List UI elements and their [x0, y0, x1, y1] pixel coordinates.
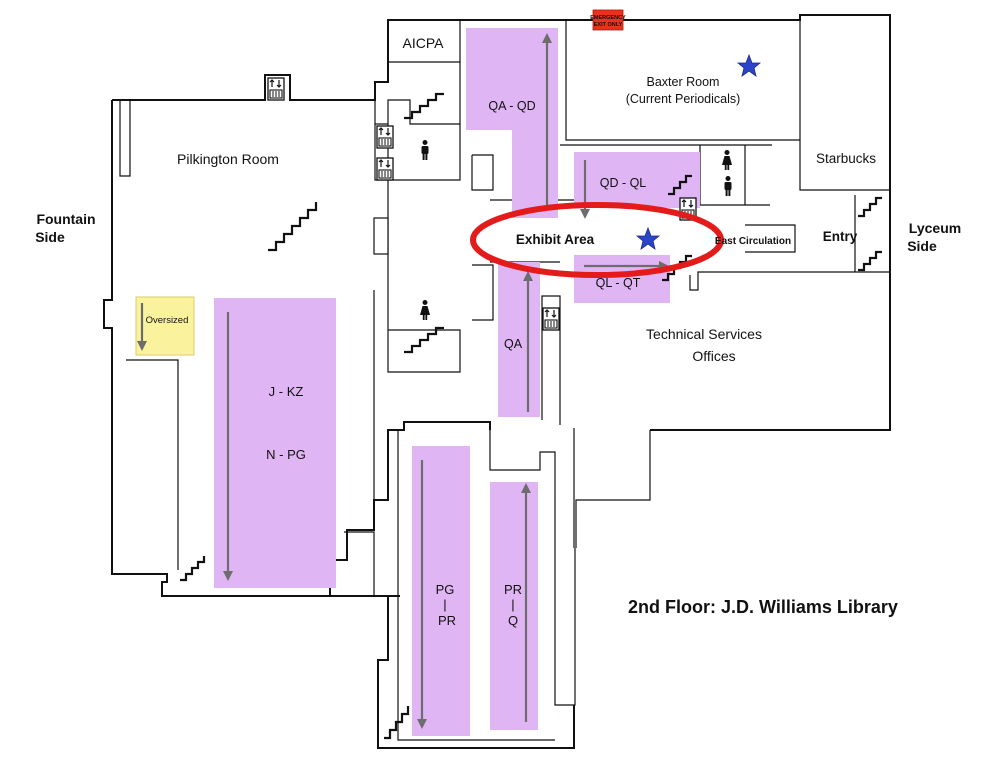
fountain-side-sublabel: Side — [35, 229, 65, 245]
shelf-ql-qt — [574, 255, 670, 303]
elevator-icon — [376, 157, 394, 181]
restroom-woman-icon — [722, 150, 732, 170]
call-number-qa: QA — [504, 337, 523, 351]
call-number-ql-qt: QL - QT — [596, 276, 641, 290]
building-walls — [103, 14, 891, 749]
call-number-pg-pr-bottom: PR — [438, 613, 456, 628]
map-title: 2nd Floor: J.D. Williams Library — [628, 597, 898, 617]
shelf-j-kz — [214, 298, 336, 588]
call-number-pr-q-bottom: Q — [508, 613, 518, 628]
star-icon — [736, 53, 762, 77]
exhibit-highlight-ring — [470, 202, 724, 278]
shelf-qa-qd-lower — [512, 128, 558, 218]
svg-text:EMERGENCY: EMERGENCY — [590, 15, 626, 21]
restroom-woman-icon — [420, 300, 430, 320]
entry-label: Entry — [823, 229, 858, 244]
shelf-pr-q — [490, 482, 538, 730]
call-number-pg-pr-sep: | — [443, 597, 446, 612]
shelf-qd-ql — [574, 152, 700, 208]
exhibit-area-label: Exhibit Area — [516, 232, 595, 247]
call-number-j-kz: J - KZ — [269, 384, 304, 399]
call-number-pr-q-sep: | — [511, 597, 514, 612]
svg-text:EXIT ONLY: EXIT ONLY — [594, 22, 623, 28]
elevator-icon — [376, 125, 394, 149]
elevator-icon — [542, 307, 560, 331]
oversized-label: Oversized — [146, 315, 189, 326]
restroom-man-icon — [724, 176, 732, 196]
lyceum-side-label: Lyceum — [909, 220, 961, 236]
baxter-room-label: Baxter Room — [647, 75, 720, 89]
technical-services-label: Technical Services — [646, 326, 762, 342]
shelf-qa — [498, 262, 540, 417]
technical-services-sublabel: Offices — [692, 348, 735, 364]
stairs-icon — [180, 92, 882, 740]
star-icon — [635, 226, 661, 250]
starbucks-label: Starbucks — [816, 151, 876, 166]
east-circulation-label: East Circulation — [715, 236, 791, 247]
baxter-room-sublabel: (Current Periodicals) — [626, 92, 741, 106]
pilkington-room-label: Pilkington Room — [177, 151, 279, 167]
shelves — [135, 28, 700, 736]
oversized-section — [135, 296, 195, 356]
emergency-exit-sign: EMERGENCY EXIT ONLY — [590, 9, 626, 31]
lyceum-side-sublabel: Side — [907, 238, 937, 254]
shelf-qa-qd — [466, 28, 558, 130]
call-number-qa-qd: QA - QD — [488, 99, 535, 113]
call-number-qd-ql: QD - QL — [600, 176, 647, 190]
aicpa-label: AICPA — [403, 35, 445, 51]
restroom-man-icon — [421, 140, 429, 160]
elevator-icon — [267, 77, 285, 101]
fountain-side-label: Fountain — [36, 211, 95, 227]
direction-arrows — [137, 33, 669, 729]
call-number-pg-pr-top: PG — [436, 582, 455, 597]
call-number-n-pg: N - PG — [266, 447, 306, 462]
call-number-pr-q-top: PR — [504, 582, 522, 597]
labels: AICPA Baxter Room (Current Periodicals) … — [35, 35, 961, 628]
